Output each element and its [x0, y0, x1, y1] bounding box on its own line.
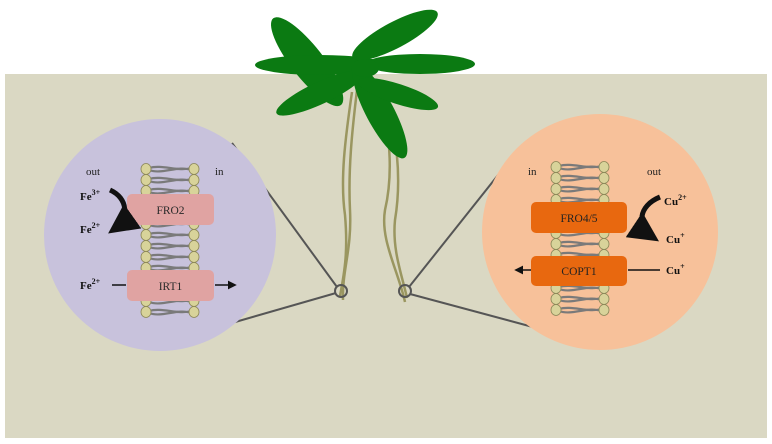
- lipid-head: [550, 293, 562, 305]
- fe2-transport-ion: Fe2+: [80, 277, 101, 292]
- irt1-protein: [127, 270, 214, 301]
- fe3-ion: Fe3+: [80, 188, 101, 203]
- lipid-head: [140, 240, 152, 252]
- lipid-tail: [558, 295, 602, 303]
- side-label-in-left: in: [215, 166, 224, 178]
- zoom-spot-right: [398, 284, 412, 298]
- copt1-protein: [531, 256, 627, 286]
- copper-uptake-panel: in out FRO4/5 COPT1 Cu2+ Cu+ Cu+: [482, 114, 718, 350]
- fro45-label: FRO4/5: [560, 213, 597, 225]
- plant-leaves: [255, 9, 475, 159]
- lipid-head: [140, 163, 152, 175]
- lipid-head: [598, 304, 610, 316]
- lipid-tail: [148, 187, 192, 195]
- lipid-tail: [148, 165, 192, 173]
- lipid-head: [598, 293, 610, 305]
- lipid-tail: [148, 231, 192, 239]
- lipid-head: [598, 183, 610, 195]
- lipid-head: [140, 306, 152, 318]
- iron-uptake-panel: out in FRO2 IRT1 Fe3+ Fe2+ Fe2+: [44, 119, 276, 351]
- lipid-tail: [558, 240, 602, 248]
- side-label-in-right: in: [528, 166, 537, 178]
- side-label-out-right: out: [647, 166, 661, 178]
- irt1-label: IRT1: [159, 281, 183, 293]
- copt1-label: COPT1: [561, 266, 596, 278]
- lipid-tail: [148, 176, 192, 184]
- cu1-reduced-ion: Cu+: [666, 231, 685, 246]
- lipid-tail: [558, 174, 602, 182]
- fe-reduction-arrow: [108, 187, 142, 234]
- lipid-tail: [558, 185, 602, 193]
- fro2-protein: [127, 194, 214, 225]
- lipid-head: [188, 306, 200, 318]
- lipid-head: [598, 238, 610, 250]
- lipid-head: [188, 229, 200, 241]
- lipid-head: [598, 161, 610, 173]
- cu2-ion: Cu2+: [664, 193, 687, 208]
- lipid-head: [188, 174, 200, 186]
- fro2-label: FRO2: [156, 205, 184, 217]
- lipid-head: [140, 174, 152, 186]
- lipid-tail: [558, 284, 602, 292]
- lipid-head: [188, 163, 200, 175]
- fe2-reduced-ion: Fe2+: [80, 221, 101, 236]
- lipid-head: [598, 172, 610, 184]
- lipid-tail: [558, 163, 602, 171]
- lipid-head: [140, 251, 152, 263]
- lipid-tail: [148, 308, 192, 316]
- fro45-protein: [531, 202, 627, 233]
- lipid-tail: [558, 196, 602, 204]
- lipid-head: [188, 251, 200, 263]
- zoom-spot-left: [334, 284, 348, 298]
- cu-reduction-arrow: [625, 194, 662, 242]
- lipid-head: [188, 240, 200, 252]
- lipid-tail: [148, 253, 192, 261]
- cu1-transport-ion: Cu+: [666, 262, 685, 277]
- lipid-tail: [148, 242, 192, 250]
- lipid-head: [550, 183, 562, 195]
- lipid-head: [140, 229, 152, 241]
- lipid-head: [550, 238, 562, 250]
- side-label-out-left: out: [86, 166, 100, 178]
- iron-panel-circle: [44, 119, 276, 351]
- lipid-tail: [558, 306, 602, 314]
- lipid-head: [550, 172, 562, 184]
- lipid-head: [550, 304, 562, 316]
- lipid-head: [550, 161, 562, 173]
- lipid-tail: [148, 264, 192, 272]
